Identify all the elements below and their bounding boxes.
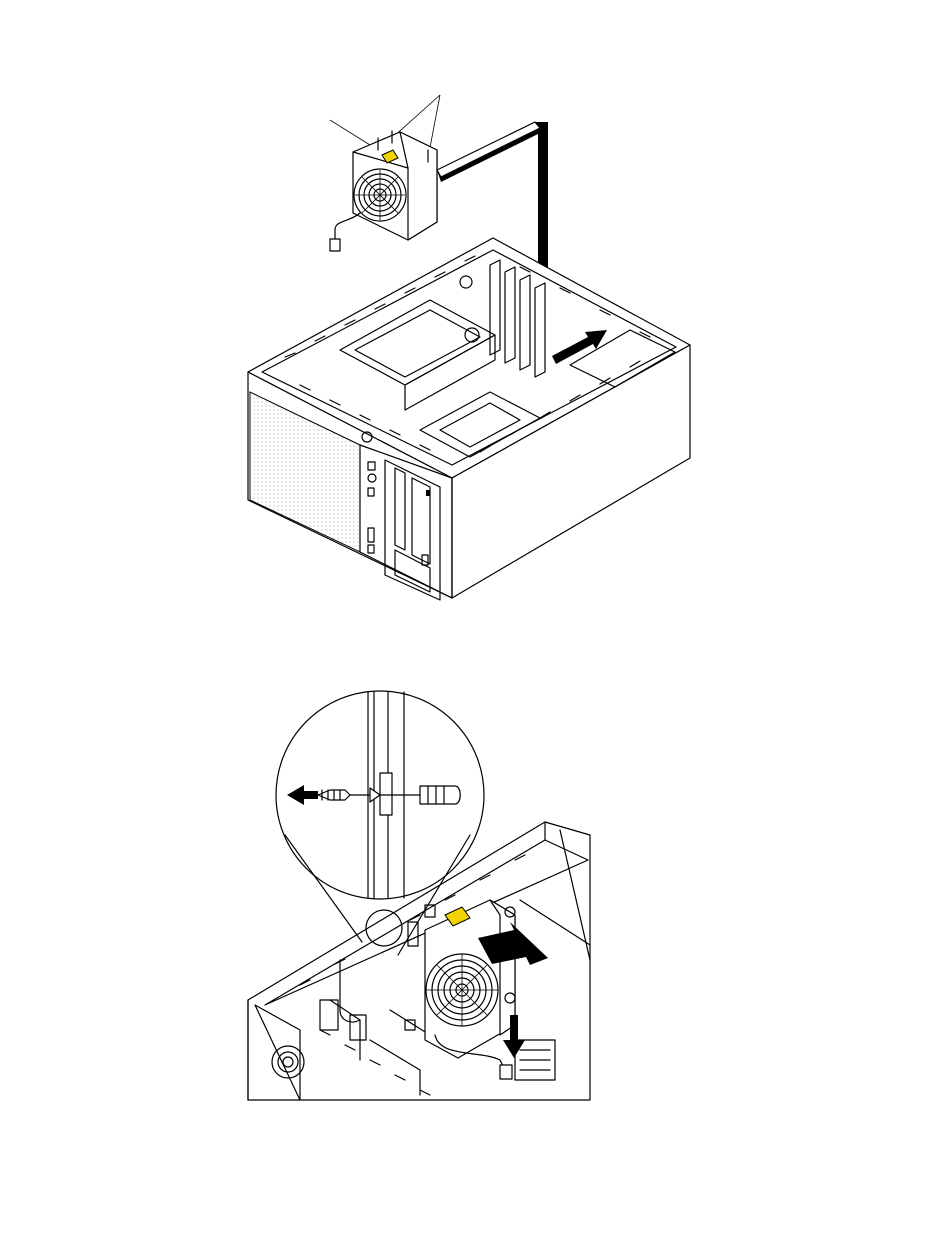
magnifier-cone bbox=[285, 835, 470, 955]
down-arrow bbox=[503, 1015, 525, 1058]
fan-removal-illustration bbox=[0, 0, 950, 620]
detail-pull-arrow bbox=[287, 785, 318, 805]
detail-magnifier bbox=[276, 691, 484, 899]
system-fan-removed bbox=[330, 131, 437, 251]
fan-cable-connector bbox=[330, 239, 340, 251]
fan-cable-connector bbox=[500, 1065, 512, 1079]
server-chassis bbox=[248, 238, 690, 600]
warning-label-icon bbox=[445, 907, 470, 926]
system-fan-installed bbox=[408, 900, 515, 1079]
push-arrow bbox=[478, 922, 548, 965]
chassis-interior bbox=[248, 822, 590, 1100]
